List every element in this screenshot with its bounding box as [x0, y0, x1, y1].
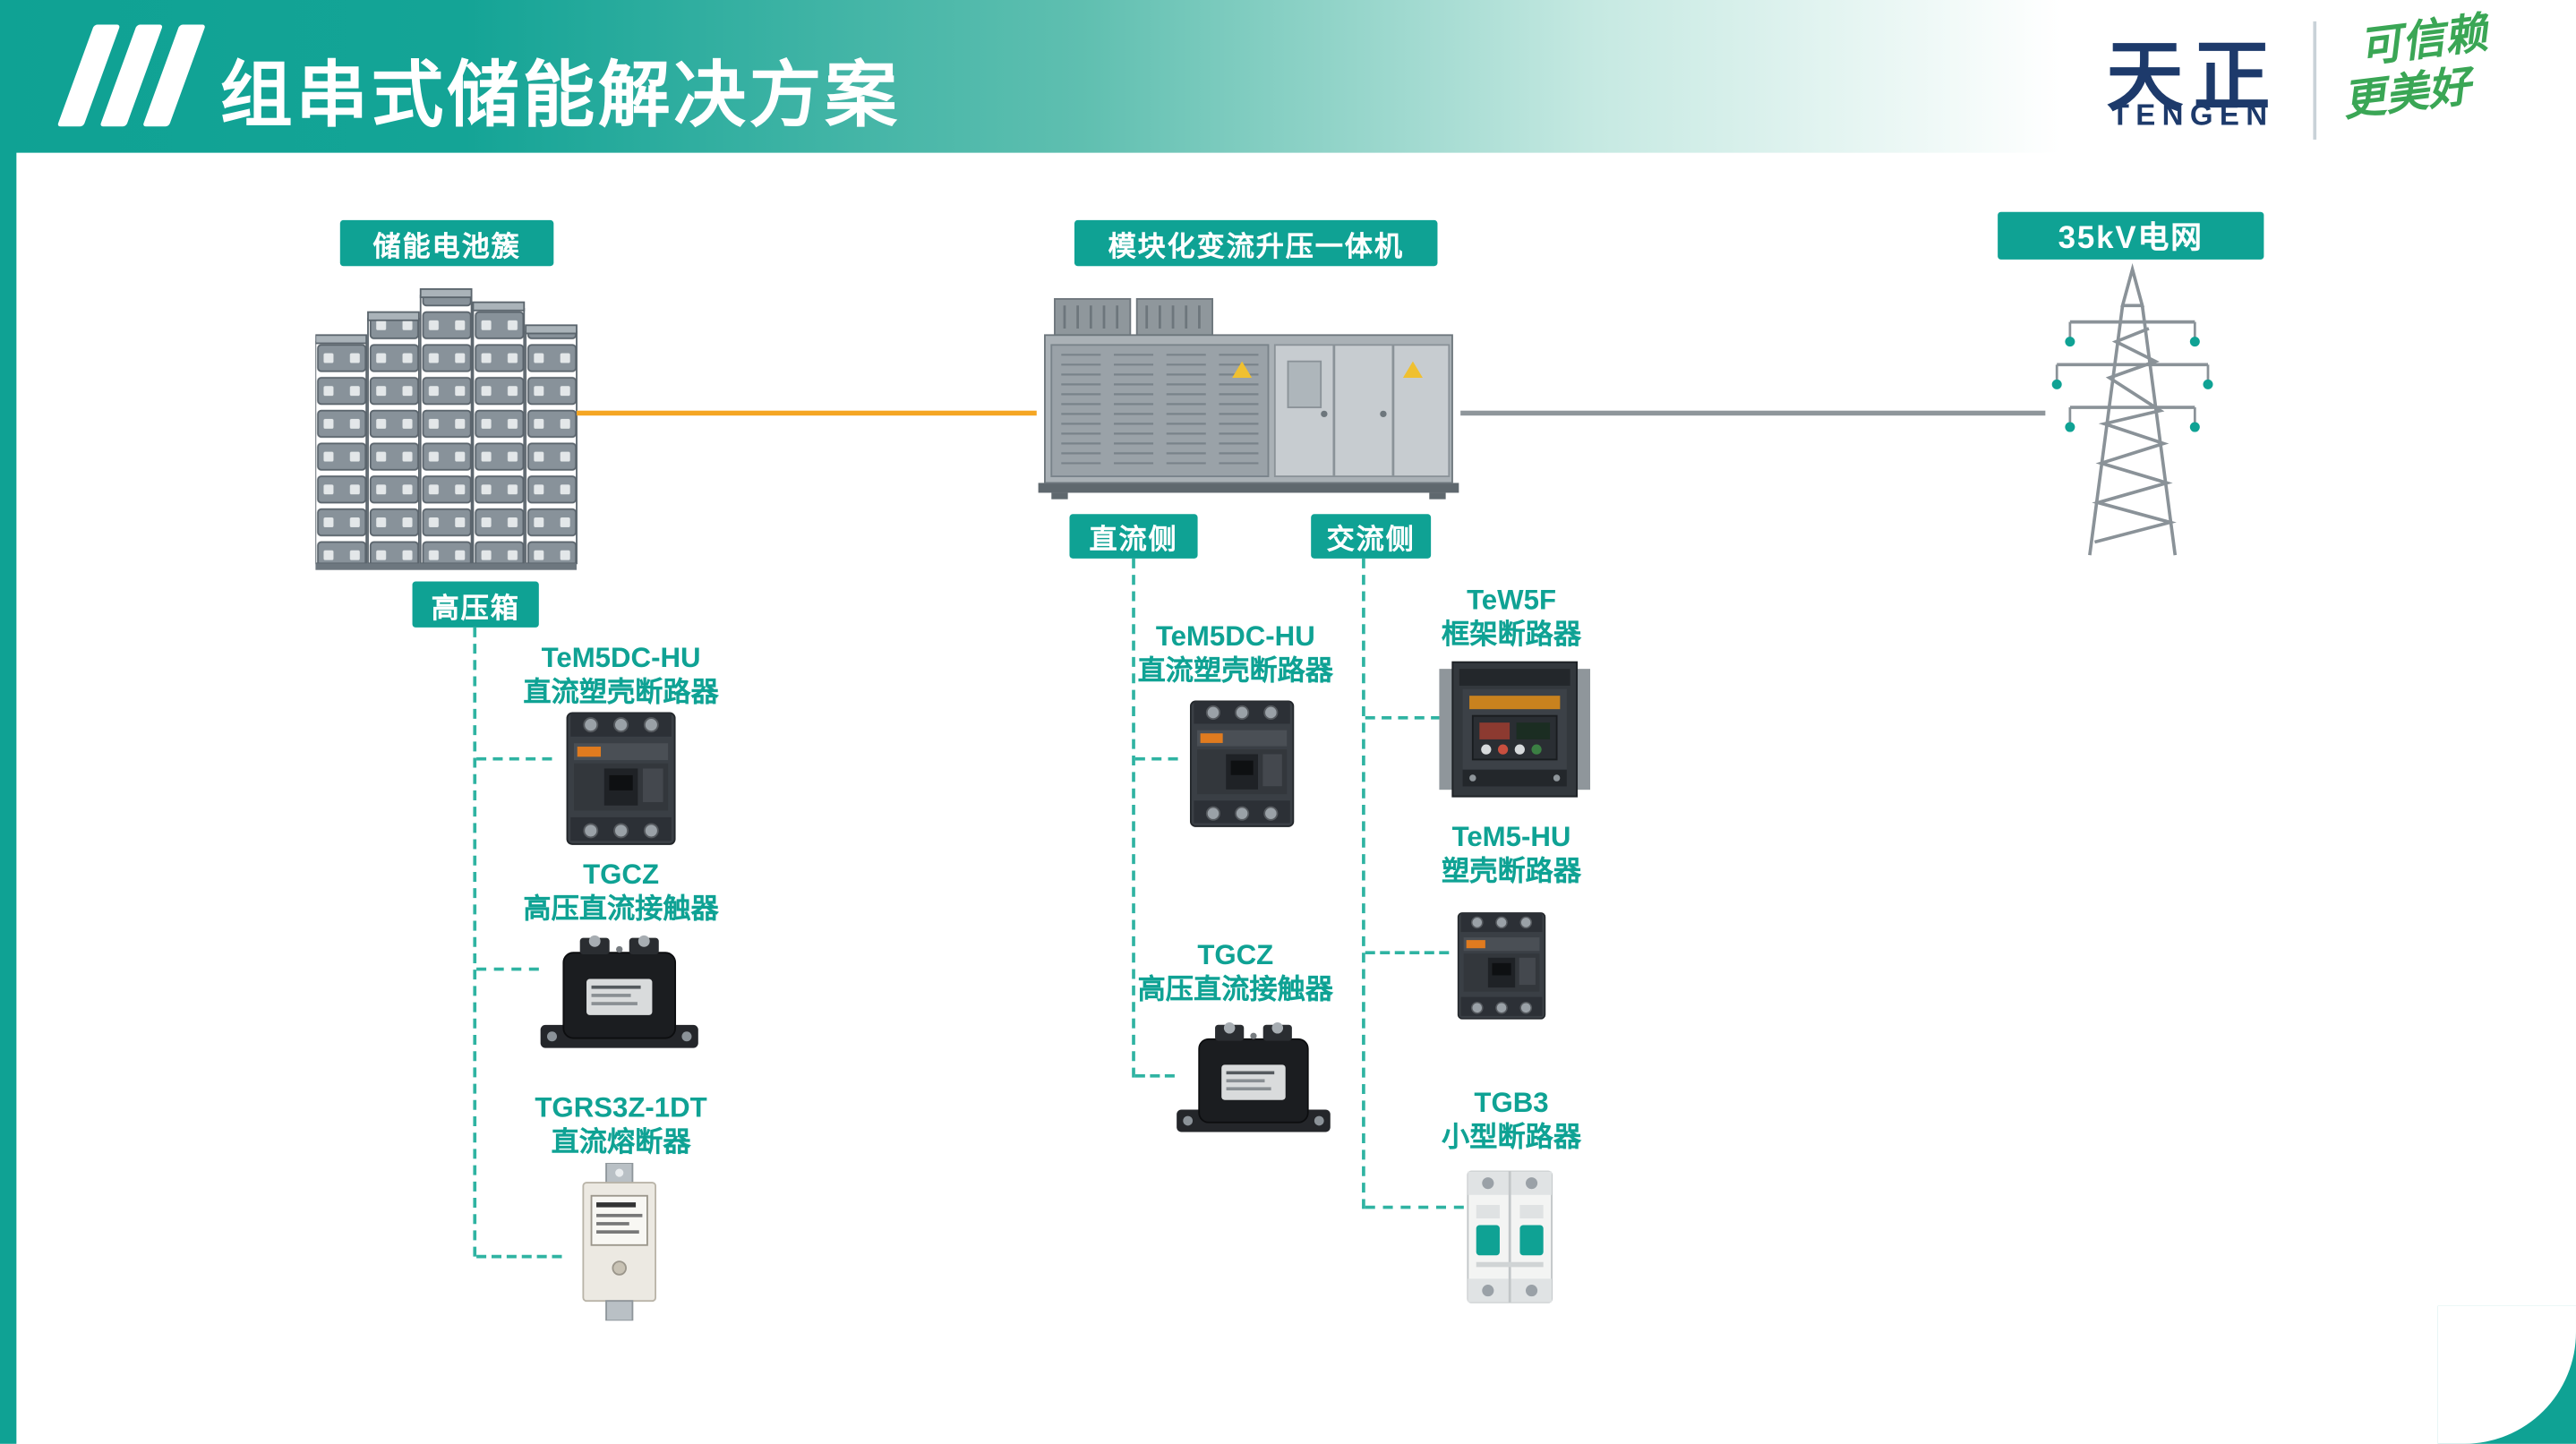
product-model: TeM5DC-HU: [541, 642, 701, 674]
hvbox-branch-1: [476, 756, 552, 761]
brand-logo-cn: 天正: [2106, 32, 2281, 120]
dc-connection-line: [577, 410, 1037, 416]
brand-slogan: 可信赖 更美好: [2333, 7, 2496, 127]
product-model: TeM5DC-HU: [1155, 620, 1315, 653]
product-name: 高压直流接触器: [523, 893, 719, 926]
product-ac-mcb: TGB3 小型断路器: [1348, 1086, 1676, 1156]
label-pcs: 模块化变流升压一体机: [1074, 219, 1438, 267]
hvbox-branch-3: [476, 1254, 562, 1259]
product-model: TeM5-HU: [1451, 821, 1571, 853]
product-model: TeW5F: [1467, 585, 1557, 617]
product-hvbox-fuse: TGRS3Z-1DT 直流熔断器: [457, 1090, 785, 1160]
mccb-product-image: [1457, 912, 1546, 1020]
product-name: 塑壳断路器: [1442, 856, 1582, 888]
transmission-tower-illustration: [2050, 268, 2215, 558]
ac-branch-3: [1365, 1205, 1464, 1209]
mccb-product-image: [566, 712, 676, 845]
product-hvbox-breaker: TeM5DC-HU 直流塑壳断路器: [457, 641, 785, 711]
product-model: TGCZ: [583, 859, 660, 891]
product-dc-contactor: TGCZ 高压直流接触器: [1071, 938, 1399, 1008]
ac-branch-1: [1365, 715, 1442, 720]
contactor-product-image: [1176, 1021, 1331, 1133]
ac-connection-line: [1460, 410, 2046, 416]
product-model: TGB3: [1474, 1087, 1549, 1119]
label-grid: 35kV电网: [1998, 211, 2264, 260]
hvbox-branch-line: [473, 627, 477, 1257]
label-ac-side: 交流侧: [1311, 514, 1432, 559]
contactor-product-image: [539, 935, 699, 1049]
dc-branch-line: [1132, 558, 1135, 1078]
corner-decoration: [2437, 1305, 2576, 1444]
mccb-product-image: [1189, 700, 1295, 827]
brand-logo-en: TENGEN: [2110, 98, 2274, 132]
fuse-product-image: [582, 1163, 657, 1321]
battery-rack-illustration: [315, 288, 578, 571]
product-name: 直流熔断器: [551, 1127, 691, 1159]
label-dc-side: 直流侧: [1069, 514, 1198, 559]
logo-divider: [2313, 21, 2317, 140]
product-name: 框架断路器: [1442, 619, 1582, 652]
product-name: 小型断路器: [1442, 1122, 1582, 1154]
left-accent-bar: [0, 0, 17, 1444]
dc-branch-1: [1134, 756, 1178, 761]
pcs-container-illustration: [1037, 297, 1460, 500]
product-model: TGCZ: [1197, 939, 1274, 971]
product-hvbox-contactor: TGCZ 高压直流接触器: [457, 858, 785, 927]
ac-branch-line: [1362, 558, 1365, 1209]
product-name: 高压直流接触器: [1137, 974, 1333, 1006]
ac-branch-2: [1365, 951, 1450, 955]
page-title: 组串式储能解决方案: [219, 56, 901, 137]
hvbox-branch-2: [476, 967, 539, 971]
mcb-product-image: [1466, 1170, 1553, 1304]
product-dc-breaker: TeM5DC-HU 直流塑壳断路器: [1071, 619, 1399, 689]
product-ac-acb: TeW5F 框架断路器: [1348, 583, 1676, 653]
label-hv-box: 高压箱: [412, 581, 539, 628]
product-name: 直流塑壳断路器: [1137, 655, 1333, 688]
acb-product-image: [1439, 661, 1591, 798]
product-model: TGRS3Z-1DT: [535, 1092, 707, 1124]
dc-branch-2: [1134, 1073, 1175, 1078]
slashes-icon: [56, 24, 206, 127]
label-battery-cluster: 储能电池簇: [339, 219, 554, 267]
product-name: 直流塑壳断路器: [523, 677, 719, 709]
product-ac-mccb: TeM5-HU 塑壳断路器: [1348, 820, 1676, 890]
header-band: [0, 0, 2576, 153]
